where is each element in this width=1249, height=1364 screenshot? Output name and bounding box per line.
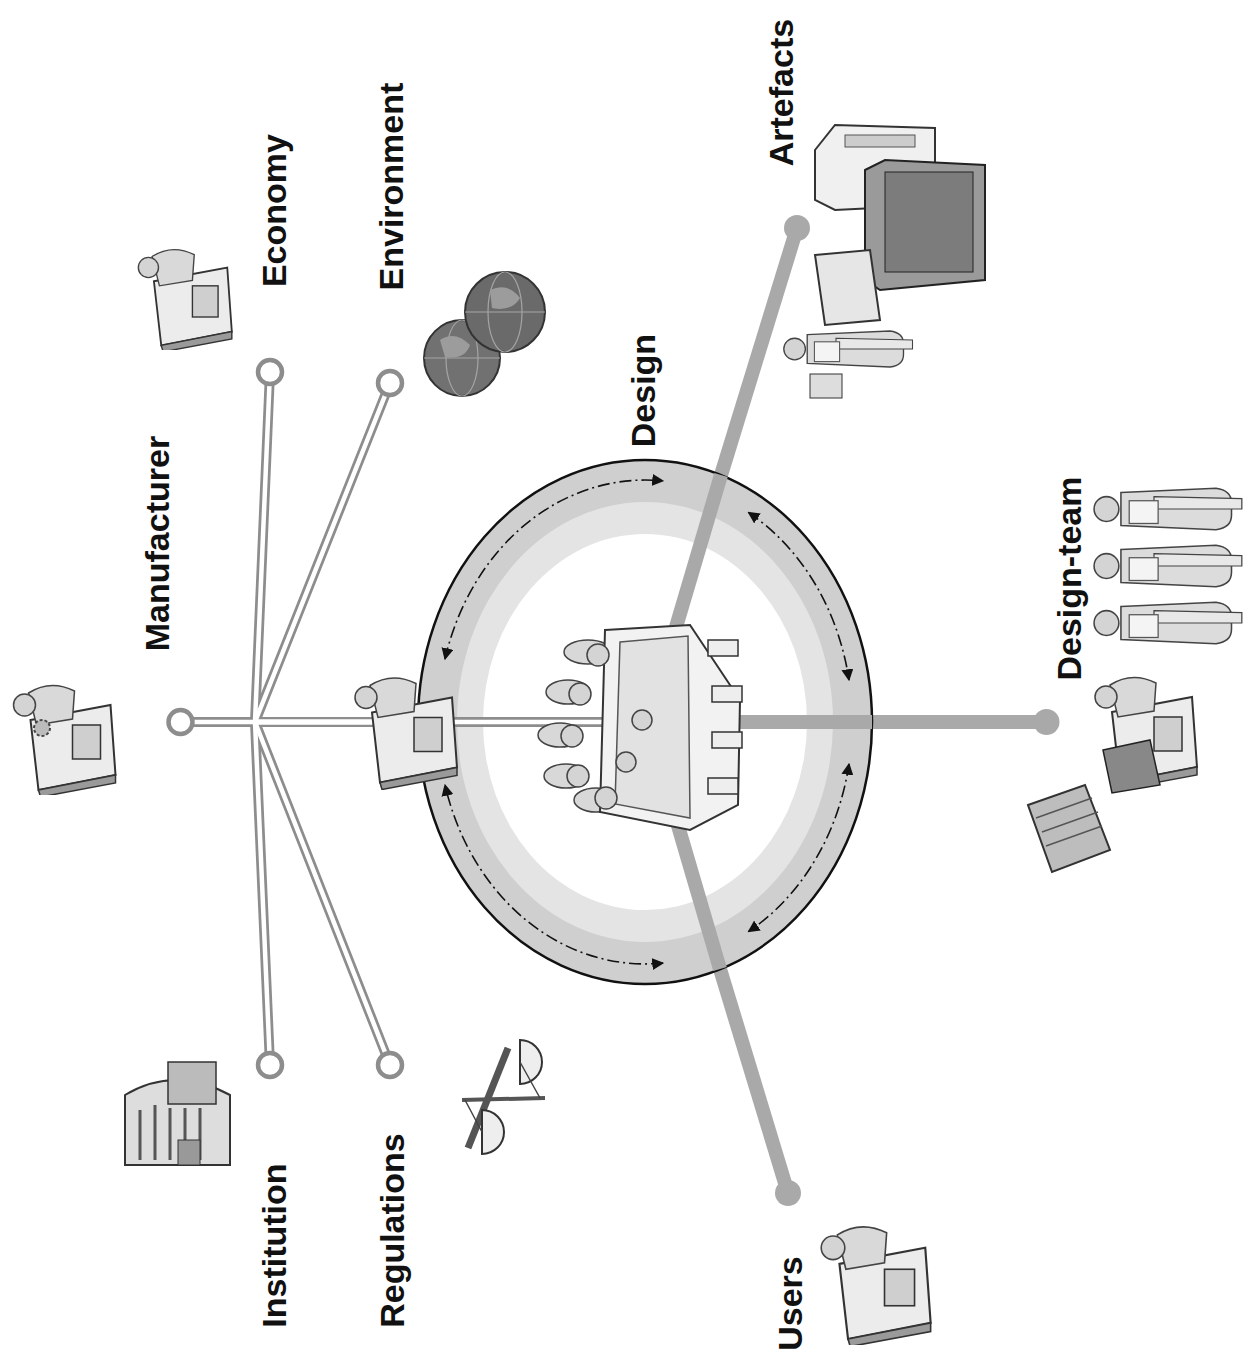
connector-core-line [255,372,418,722]
node-label: Manufacturer [138,435,177,650]
connector [720,969,788,1193]
connector-line [872,715,1047,729]
manufacturer-icon [14,685,116,797]
connector [721,228,797,475]
node-label: Design-team [1050,476,1089,680]
artefacts-label: Artefacts [758,15,805,229]
end-dot [169,710,193,734]
scales-icon [462,1040,545,1154]
end-dot [378,1053,402,1077]
node-label: Users [770,1256,809,1351]
connector-line [255,372,418,722]
meeting-table [538,625,742,830]
connector [255,383,418,722]
end-dot [258,1053,282,1077]
end-dot [775,1180,801,1206]
globe-icon [424,272,545,396]
connector-set [181,228,1047,1193]
artefacts-icon [784,125,985,398]
node-label: Design [624,333,663,446]
design-ring: Design [418,460,872,984]
node-label: Regulations [372,1133,411,1328]
end-dot [784,215,810,241]
connector-line [255,383,418,722]
connector-line [721,228,797,475]
design-team-label: Design-team [1047,472,1094,722]
end-dot [1034,709,1060,735]
users-label: Users [767,1193,814,1355]
node-label: Economy [254,134,293,287]
node-label: Artefacts [762,18,801,165]
node-label: Environment [372,82,411,290]
connector-core-line [255,383,418,722]
manufacturer-label: Manufacturer [134,432,181,723]
economy-label: Economy [251,130,298,373]
end-dots [169,215,1060,1206]
end-dot [378,371,402,395]
node-label: Institution [255,1163,294,1327]
connector [255,372,418,722]
institution-label: Institution [251,1065,298,1331]
regulations-label: Regulations [369,1065,416,1332]
inner-spokes [418,475,872,969]
connector-line [720,969,788,1193]
ring-outline [418,460,872,984]
economy-icon [138,250,232,352]
users-icon [821,1227,930,1347]
end-dot [258,360,282,384]
connector [872,722,1047,723]
institution-icon [125,1062,230,1165]
desk-figure [355,678,457,790]
environment-label: Environment [369,78,416,383]
design-ring [418,460,872,984]
